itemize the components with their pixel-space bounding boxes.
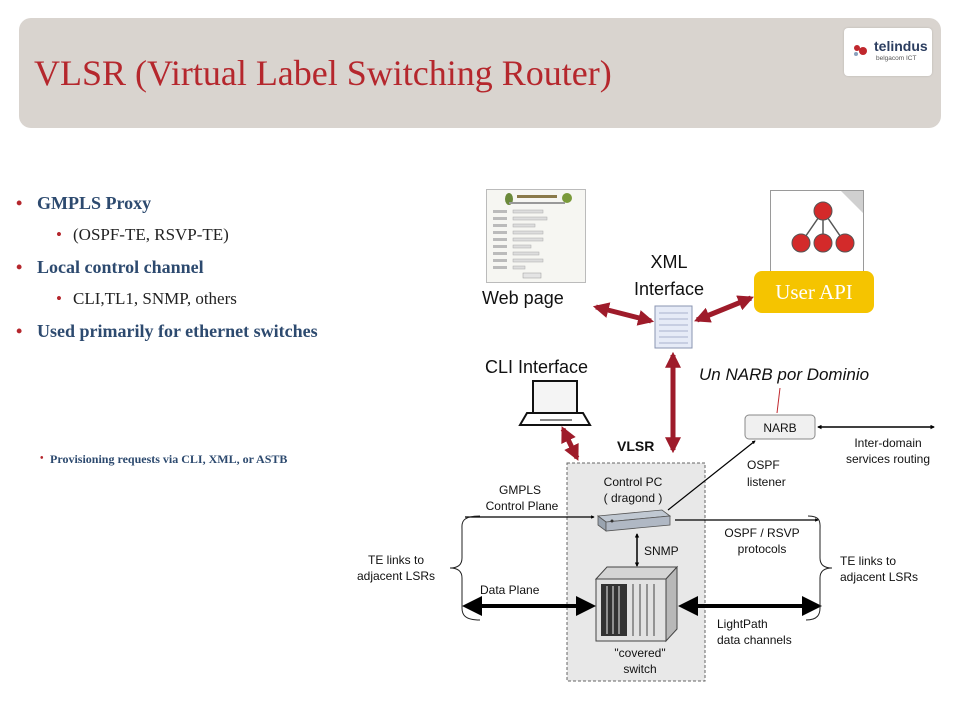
- provisioning-note: •Provisioning requests via CLI, XML, or …: [40, 452, 288, 466]
- logo-name: telindus: [874, 38, 928, 54]
- right-brace: [805, 515, 833, 621]
- control-pc-icon: [596, 509, 672, 532]
- ospf-rsvp-label-1: OSPF / RSVP: [724, 526, 799, 540]
- data-plane-label: Data Plane: [480, 583, 540, 597]
- cli-vlsr-arrow: [560, 426, 580, 461]
- ospf-listener-label-1: OSPF: [747, 458, 780, 472]
- interdomain-label-1: Inter-domain: [854, 436, 921, 450]
- laptop-icon: [518, 380, 592, 426]
- te-links-right-label-2: adjacent LSRs: [840, 570, 918, 584]
- covered-switch-label-2: switch: [623, 662, 656, 676]
- user-api-document: [770, 190, 864, 287]
- logo-mark-icon: [854, 45, 867, 56]
- logo-subtitle: belgacom ICT: [876, 55, 917, 62]
- ospf-listener-label-2: listener: [747, 475, 786, 489]
- narb-note-label: Un NARB por Dominio: [699, 365, 869, 384]
- narb-label: NARB: [763, 421, 796, 435]
- snmp-label: SNMP: [644, 544, 679, 558]
- lightpath-label-2: data channels: [717, 633, 792, 647]
- control-pc-label-1: Control PC: [604, 475, 663, 489]
- xml-document-icon: [654, 305, 693, 349]
- webpage-xml-arrow: [592, 302, 655, 326]
- xml-interface-label-2: Interface: [634, 279, 704, 299]
- web-page-label: Web page: [482, 288, 564, 308]
- narb-note-pointer: [776, 387, 781, 414]
- page-title: VLSR (Virtual Label Switching Router): [34, 53, 612, 93]
- gmpls-label-1: GMPLS: [499, 483, 541, 497]
- vlsr-label: VLSR: [617, 438, 654, 454]
- left-brace: [449, 515, 481, 621]
- te-links-left-label-1: TE links to: [368, 553, 424, 567]
- xml-userapi-arrow: [694, 295, 754, 323]
- covered-switch-label-1: "covered": [614, 646, 665, 660]
- interdomain-label-2: services routing: [846, 452, 930, 466]
- ospf-rsvp-label-2: protocols: [738, 542, 787, 556]
- telindus-logo: telindus belgacom ICT: [844, 28, 932, 76]
- narb-box: [744, 414, 816, 440]
- xml-interface-label-1: XML: [650, 252, 687, 272]
- control-pc-label-2: ( dragond ): [604, 491, 663, 505]
- title-banner: [19, 18, 941, 128]
- ethernet-switch-icon: [594, 565, 679, 643]
- te-links-right-label-1: TE links to: [840, 554, 896, 568]
- web-page-screenshot: [486, 189, 586, 283]
- lightpath-label-1: LightPath: [717, 617, 768, 631]
- gmpls-label-2: Control Plane: [486, 499, 559, 513]
- cli-interface-label: CLI Interface: [485, 357, 588, 377]
- pc-narb-line: [667, 440, 756, 511]
- te-links-left-label-2: adjacent LSRs: [357, 569, 435, 583]
- user-api-label: User API: [754, 271, 874, 313]
